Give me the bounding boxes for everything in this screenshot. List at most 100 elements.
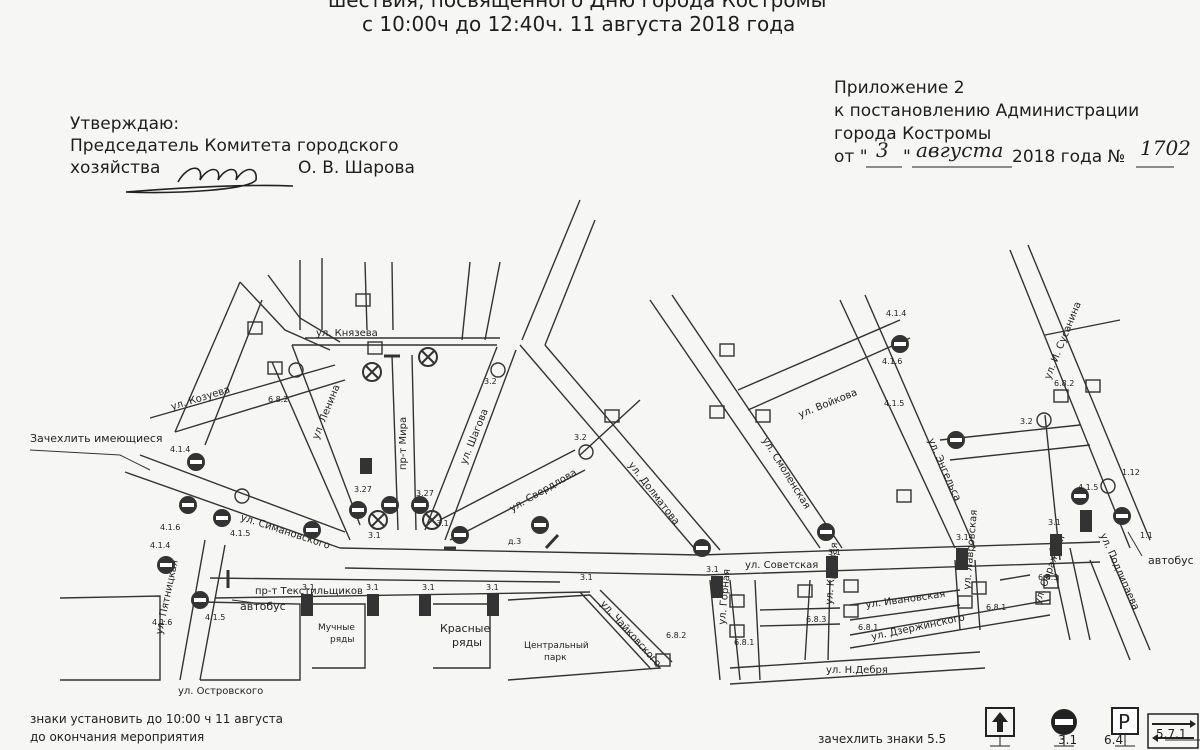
no-entry-sign: [693, 539, 711, 557]
street-lenina: ул. Ленина: [311, 383, 343, 441]
svg-text:3.2: 3.2: [574, 433, 587, 442]
appendix-month: августа: [916, 138, 1004, 162]
no-entry-sign: [191, 591, 209, 609]
no-entry-sign: [187, 453, 205, 471]
legend-signs: P: [985, 707, 1199, 749]
street-kozueva: ул. Козуева: [170, 384, 232, 412]
arrows: [29, 449, 1200, 741]
svg-text:3.1: 3.1: [486, 583, 499, 592]
svg-text:4.1.5: 4.1.5: [205, 613, 225, 622]
install-line-2: до окончания мероприятия: [30, 730, 205, 744]
svg-text:1.1: 1.1: [1140, 531, 1153, 540]
no-entry-legend-icon: [1051, 709, 1077, 747]
svg-text:3.1: 3.1: [368, 531, 381, 540]
parking-icon: P: [1111, 707, 1139, 747]
road-signs: 4.1.4 4.1.6 4.1.6 4.1.5 4.1.5 4.1.4 3.27…: [150, 293, 1153, 667]
svg-text:3.2: 3.2: [484, 377, 497, 386]
svg-text:6.8.1: 6.8.1: [858, 623, 878, 632]
svg-text:4.1.6: 4.1.6: [160, 523, 180, 532]
street-voykova: ул. Войкова: [797, 387, 859, 421]
svg-text:3.1: 3.1: [706, 565, 719, 574]
svg-text:6.8.1: 6.8.1: [734, 638, 754, 647]
svg-text:P: P: [1118, 710, 1130, 734]
place-muchnye: Мучные: [318, 623, 355, 633]
street-outlines: [59, 199, 1151, 685]
svg-text:4.1.5: 4.1.5: [230, 529, 250, 538]
lane-direction-icon: [1147, 713, 1199, 749]
bars: [226, 354, 560, 588]
svg-text:1.12: 1.12: [1122, 468, 1140, 477]
no-entry-sign: [213, 509, 231, 527]
street-mira: пр-т Мира: [398, 417, 409, 470]
no-stopping-sign: [422, 510, 442, 530]
street-dzerzhinskogo: ул. Дзержинского: [870, 612, 966, 643]
approval-name: О. В. Шарова: [298, 158, 415, 178]
svg-text:3.2: 3.2: [1020, 417, 1033, 426]
street-tekstilshchikov: пр-т Текстильщиков: [255, 586, 363, 597]
street-ostrovskogo: ул. Островского: [178, 686, 263, 697]
svg-text:4.1.4: 4.1.4: [170, 445, 190, 454]
svg-text:4.1.5: 4.1.5: [1078, 483, 1098, 492]
appendix-date-prefix: от ": [834, 147, 868, 167]
svg-text:4.1.6: 4.1.6: [152, 618, 172, 627]
street-shagova: ул. Шагова: [459, 407, 491, 466]
no-entry-sign: [947, 431, 965, 449]
one-way-icon: [985, 707, 1015, 747]
svg-text:6.8.3: 6.8.3: [806, 615, 826, 624]
appendix-line-1: Приложение 2: [834, 78, 965, 98]
no-stopping-sign: [418, 347, 438, 367]
street-chaykovskogo: ул. Чайковского: [598, 599, 663, 670]
info-plate-icon: [247, 293, 1101, 667]
approval-line-1: Утверждаю:: [70, 114, 180, 134]
no-stopping-sign: [368, 510, 388, 530]
svg-text:3.1: 3.1: [580, 573, 593, 582]
no-entry-sign: [451, 526, 469, 544]
svg-text:4.1.4: 4.1.4: [150, 541, 170, 550]
street-susanina: ул. И. Сусанина: [1043, 300, 1084, 381]
svg-text:4.1.5: 4.1.5: [884, 399, 904, 408]
cover-signs-text: зачехлить знаки 5.5: [818, 732, 947, 746]
appendix-year: 2018 года №: [1012, 147, 1126, 167]
svg-text:3.27: 3.27: [416, 489, 434, 498]
ring-sign: [234, 362, 1116, 504]
traffic-light-icon: [301, 458, 1092, 616]
no-stopping-sign: [362, 362, 382, 382]
svg-text:6.8.2: 6.8.2: [666, 631, 686, 640]
no-entry-sign: [179, 496, 197, 514]
svg-text:4.1.6: 4.1.6: [882, 357, 902, 366]
install-line-1: знаки установить до 10:00 ч 11 августа: [30, 712, 284, 726]
street-ivanovskaya: ул. Ивановская: [865, 589, 946, 611]
no-entry-sign: [349, 501, 367, 519]
no-entry-sign: [891, 335, 909, 353]
svg-text:6.8.2: 6.8.2: [1054, 379, 1074, 388]
place-park-1: Центральный: [524, 641, 589, 651]
svg-text:6.8.2: 6.8.2: [268, 395, 288, 404]
place-park-2: парк: [544, 653, 567, 663]
place-muchnye-2: ряды: [330, 635, 354, 645]
legend-64: 6.4: [1104, 733, 1124, 747]
street-sovetskaya: ул. Советская: [745, 560, 818, 571]
no-entry-sign: [531, 516, 549, 534]
legend-571: 5.7.1: [1156, 727, 1187, 741]
appendix-line-3: города Костромы: [834, 124, 992, 144]
no-entry-sign: [411, 496, 429, 514]
appendix-day: 3: [876, 138, 889, 162]
no-entry-sign: [1113, 507, 1131, 525]
no-entry-sign: [1071, 487, 1089, 505]
svg-text:д.3: д.3: [508, 537, 521, 546]
street-dolmatova: ул. Долматова: [626, 460, 682, 527]
svg-text:6.8.1: 6.8.1: [986, 603, 1006, 612]
svg-text:3.1: 3.1: [956, 533, 969, 542]
no-entry-sign: [303, 521, 321, 539]
no-entry-sign: [817, 523, 835, 541]
title-line-1: шествия, посвященного Дню города Костром…: [328, 0, 827, 12]
svg-text:3.1: 3.1: [422, 583, 435, 592]
street-smolenskaya: ул. Смоленская: [759, 436, 812, 511]
no-entry-sign: [381, 496, 399, 514]
approval-line-3: хозяйства: [70, 158, 161, 178]
place-krasnye-2: ряды: [452, 636, 482, 649]
title-line-2: с 10:00ч до 12:40ч. 11 августа 2018 года: [362, 12, 796, 36]
appendix-line-2: к постановлению Администрации: [834, 101, 1140, 121]
street-knyazeva: ул. Князева: [316, 328, 378, 339]
svg-text:3.1: 3.1: [366, 583, 379, 592]
